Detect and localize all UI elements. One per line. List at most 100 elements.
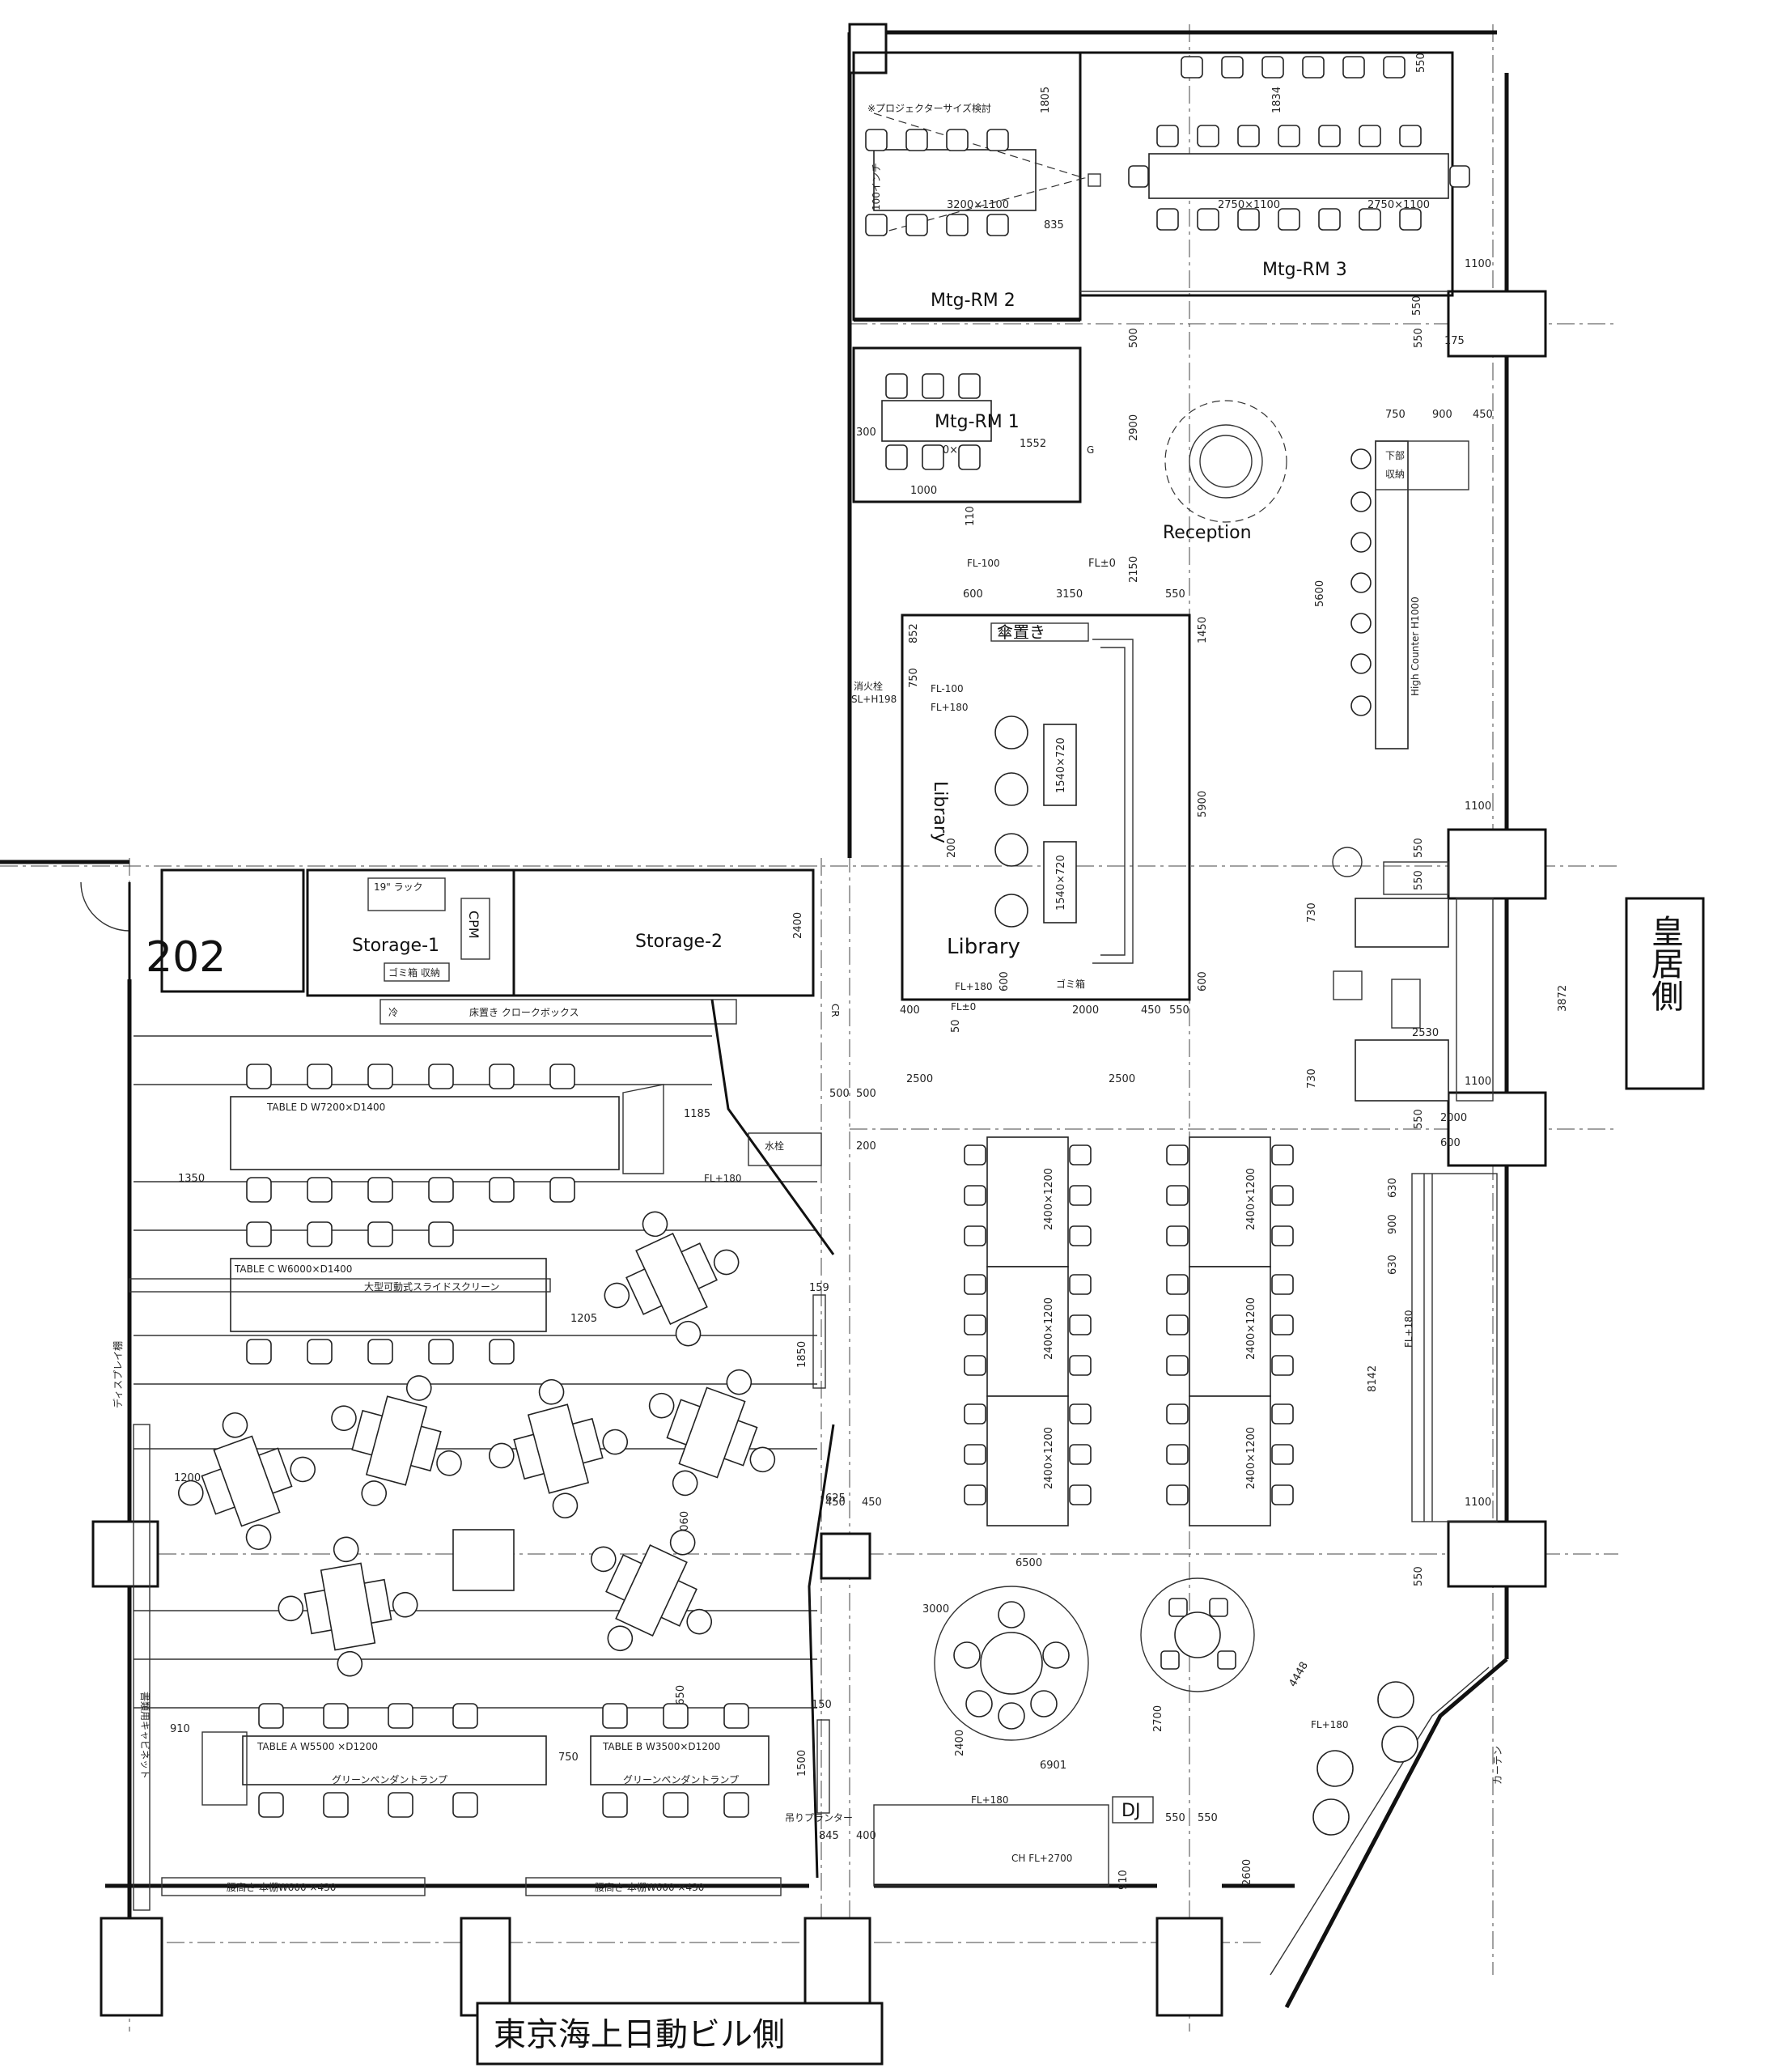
reception-area: Reception 下部 収納 High Counter H1000 750 9… [1088,400,1493,749]
line [748,1132,822,1166]
dims-d2000a-label: 2000 [1440,1112,1467,1124]
dims-d900a-label: 900 [1432,409,1452,421]
dims-d500-label: 500 [1128,328,1140,348]
chair [723,1703,749,1729]
chair [905,214,928,236]
chair [726,1369,753,1395]
table [986,1395,1069,1526]
notes-fire-label: 消火栓 [854,680,883,692]
notes-cold-label: 冷 [388,1007,398,1018]
notes-floor-cloak-label: 床置き クロークボックス [469,1007,579,1018]
chair [1350,653,1372,674]
chair [1069,1185,1092,1206]
notes-display-label: ディスプレイ棚 [112,1341,124,1408]
dims-d600c-label: 600 [998,971,1011,991]
chair [723,1792,749,1818]
table [615,1544,688,1637]
chair [1278,125,1300,147]
dims-d600d-label: 600 [1440,1137,1461,1149]
chair [964,1185,986,1206]
line [1333,970,1363,1000]
chair [1399,125,1422,147]
chair [1359,125,1381,147]
chair [865,129,888,151]
table [1355,1039,1449,1102]
library-area: 傘置き 1540×720 1540×720 Library Library ゴミ… [851,506,1209,1033]
chair [1069,1355,1092,1376]
dims-d1100d-label: 1100 [1465,1497,1491,1509]
dims-d2600-label: 2600 [1241,1859,1253,1886]
chair [1271,1144,1294,1166]
chair [607,1625,634,1652]
dims-d550b-label: 550 [1411,295,1423,316]
notes-curtain-label: カーテン [1492,1746,1503,1785]
long-tables: 2400×1200 2400×1200 2400×1200 2400×1200 … [906,1073,1271,1526]
chair [290,1456,316,1483]
notes-fl-zero-b-label: FL±0 [951,1001,976,1013]
chair [552,1492,579,1519]
round-tables: 6500 3000 2400 2700 6901 4448 DJ 550 550… [873,1557,1418,1890]
line [1270,1667,1490,1976]
line [1391,979,1421,1029]
dims-d2400b-label: 2400 [954,1730,966,1756]
chair [1042,1641,1070,1669]
line [379,999,737,1025]
chair [1350,572,1372,593]
dims-d3000-label: 3000 [922,1603,949,1616]
chair [1166,1355,1189,1376]
dims-d400-label: 400 [900,1004,920,1017]
chair [258,1703,284,1729]
rooms-dj-label: DJ [1121,1801,1140,1821]
chair [1209,1598,1228,1617]
shape [1625,897,1705,1090]
chair [245,1524,272,1550]
chair [246,1064,272,1089]
grid-lines [0,24,1618,2032]
chair [998,1702,1025,1730]
dims-d630b-label: 630 [1387,1255,1399,1275]
long-table-chairs [964,1144,1294,1505]
dims-d500c-label: 500 [856,1088,876,1100]
chair [278,1595,304,1622]
line [1140,1577,1255,1692]
chair [998,1601,1025,1628]
chair [246,1177,272,1203]
chair [1069,1403,1092,1424]
chair [1271,1185,1294,1206]
table [230,1258,547,1332]
chair [428,1221,454,1247]
dims-d200-label: 200 [946,838,958,858]
right-wing: 1100 550 550 730 2530 730 3872 1100 2000… [1306,800,1569,1785]
column [820,1532,871,1580]
dims-d8142-label: 8142 [1367,1365,1379,1392]
notes-fl-zero-a-label: FL±0 [1088,558,1116,570]
dims-d550i-label: 550 [1413,1566,1425,1586]
notes-screen-bar-label: 大型可動式スライドスクリーン [364,1281,499,1293]
dims-d2400a-label: 2400 [792,912,804,939]
chair [964,1484,986,1505]
dims-d630a-label: 630 [1387,1178,1399,1198]
desk-clusters [178,1211,776,1677]
dims-d2700-label: 2700 [1152,1705,1164,1732]
chair [307,1064,333,1089]
line [129,1278,551,1293]
chair [986,214,1009,236]
dims-d835-label: 835 [1044,219,1064,231]
column [91,1520,159,1588]
table [986,1266,1069,1397]
chair [1166,1185,1189,1206]
line [1199,435,1253,488]
chair [994,894,1028,928]
chair [946,129,969,151]
dims-d3150-label: 3150 [1056,588,1083,601]
column [1447,1520,1547,1588]
chair [964,1314,986,1335]
chair [246,1339,272,1365]
chair [946,214,969,236]
dims-d550e-label: 550 [1413,328,1425,348]
chair [333,1536,359,1563]
chair [1166,1403,1189,1424]
notes-cabinet-label: 書類用キャビネット [139,1692,151,1779]
outer-wall [1284,1658,1508,2009]
